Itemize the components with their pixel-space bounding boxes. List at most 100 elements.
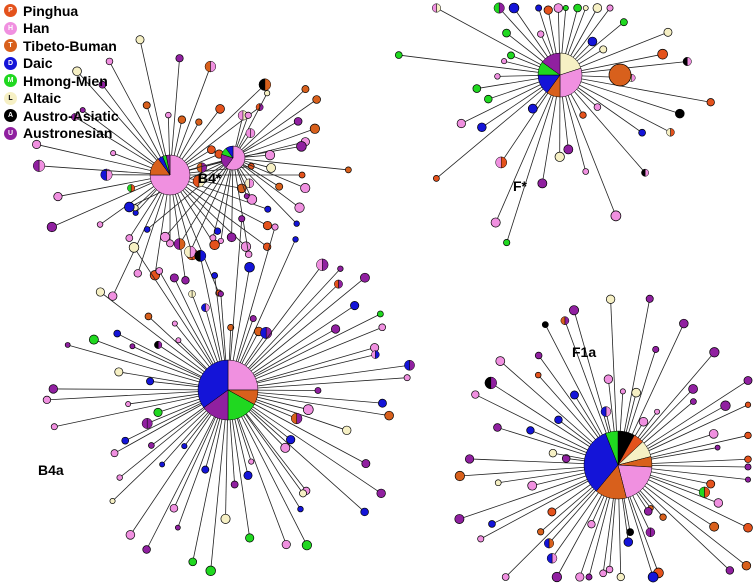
f1a-node [585, 573, 593, 581]
b4star2-node [217, 237, 224, 244]
b4star2-node-slice [184, 245, 191, 258]
b4star2-branch [232, 88, 306, 159]
b4a-node [125, 401, 132, 407]
f1a-node [569, 305, 580, 316]
b4star2-branch [232, 157, 349, 171]
b4a-node [384, 410, 394, 421]
han-icon: H [4, 21, 17, 35]
fstar-node [537, 30, 545, 38]
b4a-node [337, 265, 344, 272]
f1a-node [548, 448, 558, 458]
fstar-node [582, 5, 589, 11]
fstar-branch [398, 54, 561, 76]
fstar-node [562, 5, 569, 11]
f1a-node-slice [551, 553, 558, 564]
b4a-node [217, 290, 224, 297]
f1a-node [575, 572, 585, 582]
b4a-node [64, 342, 71, 348]
fstar-node [599, 45, 608, 54]
b4star-node [213, 227, 222, 235]
b4star-node [206, 145, 216, 155]
b4a-node-slice [157, 340, 163, 349]
b4a-node-slice [191, 290, 196, 298]
b4a-node-slice [375, 350, 380, 359]
fstar-node-slice [431, 3, 437, 13]
b4a-node [201, 465, 210, 474]
b4a-node [142, 545, 151, 554]
b4star-subhub-slice [225, 145, 246, 171]
b4star2-branch [232, 99, 317, 159]
f1a-node [713, 498, 723, 508]
b4star2-node-slice [179, 238, 186, 250]
b4a-node [50, 423, 58, 431]
f1a-node [688, 384, 698, 394]
f1a-node [744, 455, 752, 463]
fstar-node [553, 3, 564, 13]
fstar-node [394, 51, 403, 59]
b4star-node [264, 205, 272, 213]
fstar-node-slice [631, 74, 636, 82]
b4a-node-slice [334, 279, 339, 289]
b4a-node-slice [200, 249, 207, 262]
fstar-node [456, 118, 466, 129]
b4star-node [166, 239, 174, 248]
b4star-branch [36, 144, 171, 176]
b4a-node-slice [188, 290, 193, 298]
f1a-node [741, 560, 752, 571]
fstar-node [582, 168, 589, 175]
b4star-hub-slice [165, 154, 171, 176]
f1a-node [603, 374, 613, 384]
b4a-node [48, 384, 58, 394]
b4a-branch [227, 389, 365, 513]
f1a-node-slice [650, 527, 656, 538]
b4star2-node [143, 226, 151, 233]
b4star2-node [312, 95, 321, 104]
b4star-node [175, 54, 184, 63]
b4star2-node [209, 234, 217, 242]
b4star-node [240, 241, 252, 252]
b4star2-node-slice [173, 238, 180, 250]
fstar-node-slice [670, 128, 675, 137]
f1a-node [720, 400, 731, 411]
b4star2-node [244, 111, 252, 119]
b4star2-node [124, 201, 135, 213]
b4a-node [128, 242, 140, 253]
f1a-node [526, 426, 535, 435]
b4star2-branch [232, 157, 250, 255]
f1a-node-slice [605, 406, 612, 417]
f1a-node [654, 408, 660, 415]
f1a-node-slice [490, 376, 497, 390]
b4star-node [108, 291, 118, 301]
fstar-branch [559, 74, 711, 103]
fstar-node [675, 108, 685, 119]
fstar-node-slice [498, 2, 505, 14]
fstar-node [638, 128, 646, 137]
b4a-node [271, 223, 279, 231]
b4a-node [360, 272, 370, 283]
fstar-node [663, 27, 673, 37]
b4a-node [297, 505, 304, 513]
f1a-node [638, 417, 649, 427]
b4star2-node [301, 85, 310, 94]
fstar-branch [506, 74, 561, 243]
f1a-node [599, 569, 607, 578]
network-label-b4a: B4a [38, 462, 64, 478]
b4star2-branch [164, 157, 234, 238]
fstar-branch [436, 7, 561, 76]
fstar-node [606, 4, 614, 12]
fstar-node [554, 151, 565, 162]
b4a-node [174, 524, 181, 531]
b4star-node-slice [106, 168, 113, 181]
f1a-node [464, 454, 475, 464]
b4a-node-slice [146, 418, 153, 429]
fstar-node [490, 217, 501, 228]
fstar-node [494, 73, 501, 80]
f1a-node [488, 520, 496, 528]
fstar-node-slice [436, 3, 441, 13]
f1a-node [647, 571, 659, 583]
hmong-mien-icon: M [4, 74, 17, 88]
b4star2-node-slice [249, 178, 255, 189]
b4star-node-slice [32, 159, 40, 172]
